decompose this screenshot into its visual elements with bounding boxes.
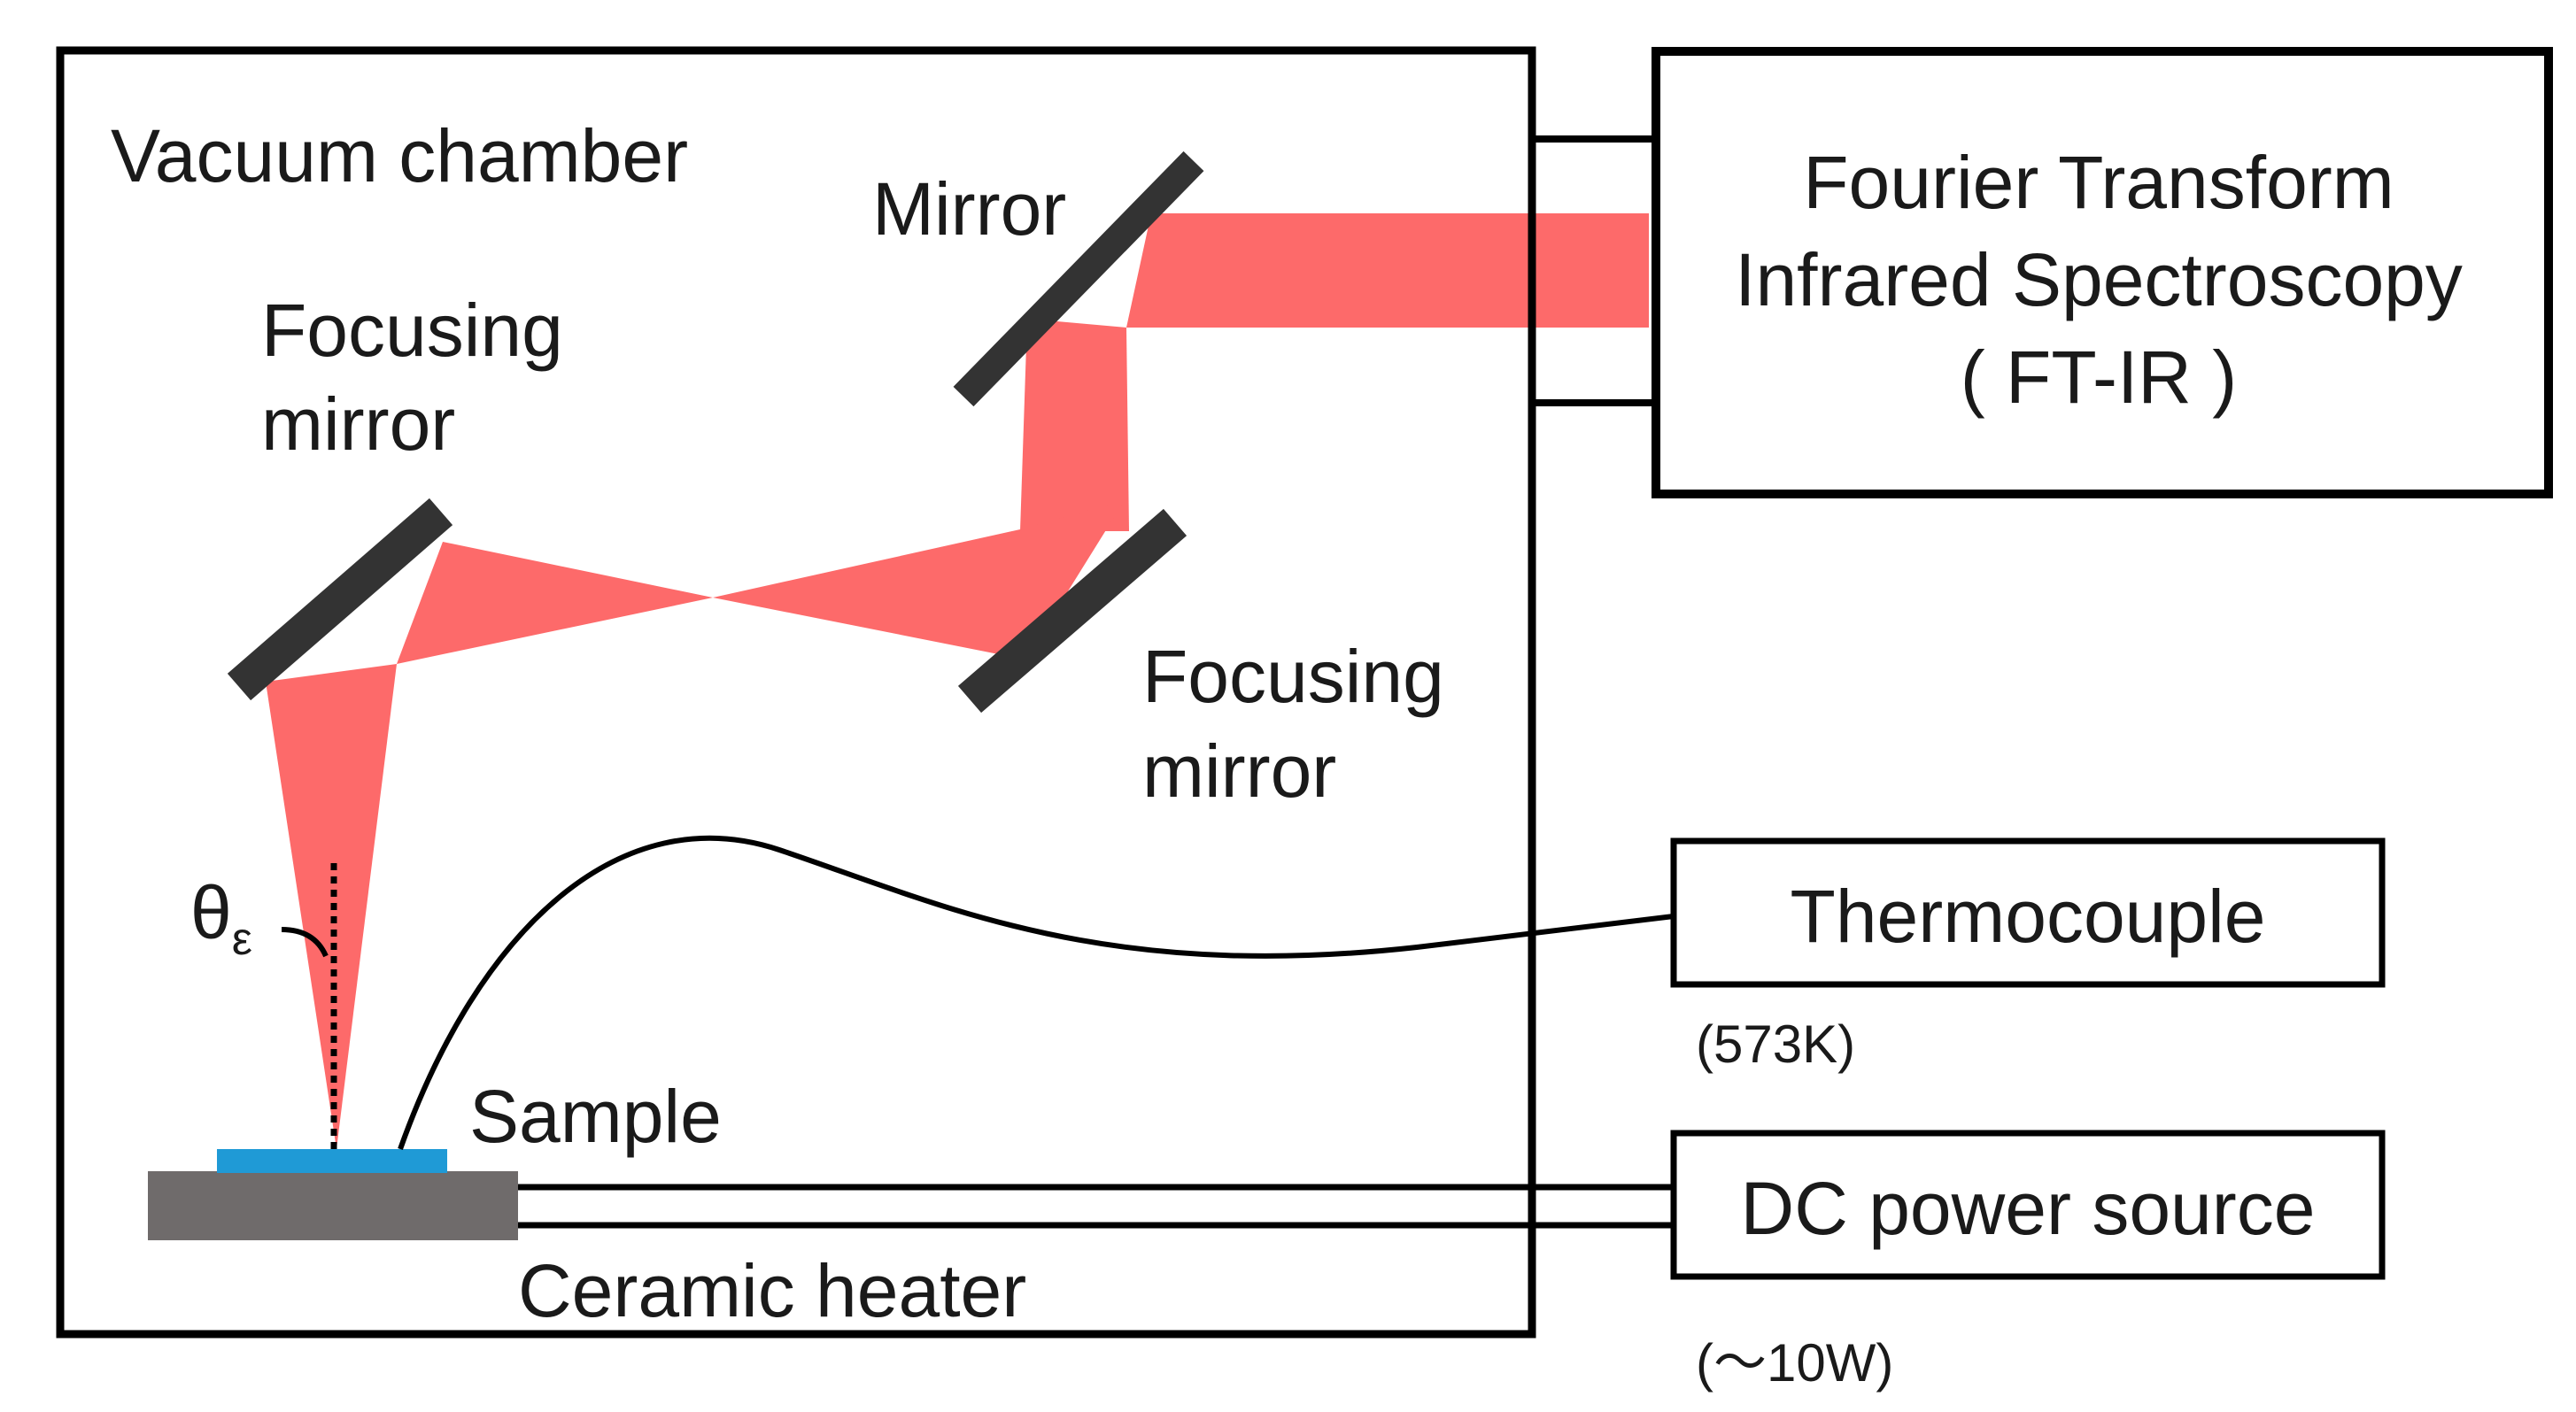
beam-down-to-focusing-mirror [1020, 319, 1129, 531]
mirror-label: Mirror [872, 167, 1066, 251]
ceramic-heater-label: Ceramic heater [518, 1249, 1026, 1332]
thermocouple-box [1670, 837, 2386, 988]
focusing-mirror-left-label-2: mirror [261, 382, 455, 466]
vacuum-chamber-box [56, 46, 1536, 1339]
beam-converging-right [713, 500, 1125, 660]
focusing-mirror-right-label-2: mirror [1142, 729, 1336, 813]
ftir-label-line2: Infrared Spectroscopy [1735, 238, 2463, 321]
dc-power-source-box [1670, 1130, 2386, 1280]
dc-power-source-label: DC power source [1741, 1167, 2316, 1250]
beam-converging-left [397, 542, 713, 664]
focusing-mirror-right-label-1: Focusing [1142, 635, 1444, 718]
vacuum-chamber-label: Vacuum chamber [111, 114, 688, 197]
thermocouple-wire [398, 835, 1675, 1151]
ftir-label-line3: ( FT-IR ) [1961, 336, 2238, 419]
thermocouple-label: Thermocouple [1791, 875, 2266, 958]
focusing-mirror-left [227, 498, 453, 701]
focusing-mirror-right [957, 508, 1187, 714]
ftir-label-line1: Fourier Transform [1803, 141, 2394, 224]
beam-from-ftir [1126, 213, 1649, 328]
theta-subscript: ε [232, 914, 252, 965]
theta-symbol: θ [190, 871, 232, 954]
thermocouple-temperature: (573K) [1696, 1015, 1855, 1074]
ftir-box [1652, 47, 2553, 498]
focusing-mirror-left-label-1: Focusing [261, 289, 563, 372]
flat-mirror [953, 150, 1204, 407]
emission-angle-label: θε [190, 871, 252, 965]
sample [217, 1149, 447, 1173]
sample-label: Sample [469, 1075, 722, 1158]
dc-power-rating: (～10W) [1696, 1333, 1893, 1393]
ceramic-heater [148, 1171, 518, 1240]
emission-angle-arc [281, 927, 329, 958]
